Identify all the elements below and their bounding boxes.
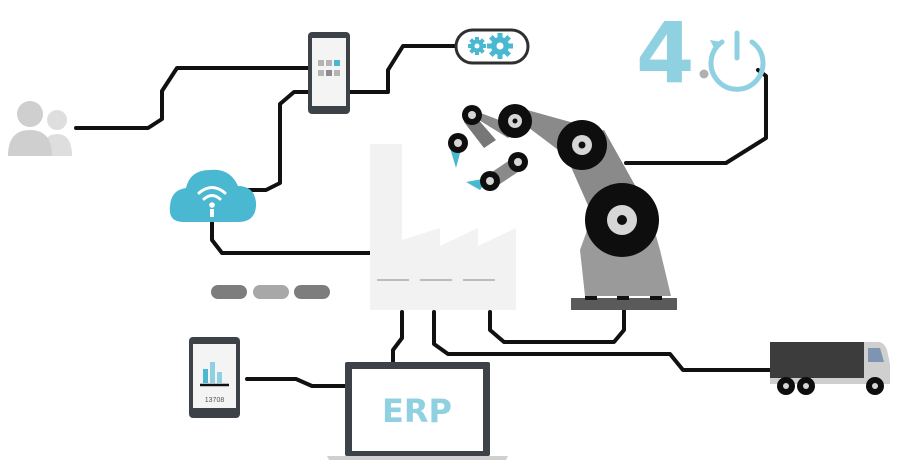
erp-label: ERP xyxy=(382,392,452,430)
wire-tablet-laptop xyxy=(245,377,349,388)
gears-icon xyxy=(454,28,530,65)
robot-joint-hand-a xyxy=(448,133,468,153)
cloud-wifi-icon xyxy=(169,169,257,222)
wire-factory-robot-base xyxy=(488,303,626,344)
wire-phone-gears xyxy=(348,44,460,94)
process-indicator xyxy=(211,285,330,299)
robot-joint-base xyxy=(585,183,659,257)
factory-icon xyxy=(370,144,516,310)
industry-4-power-icon: 4 xyxy=(636,4,766,102)
users-icon xyxy=(8,101,72,156)
robot-joint-hand-b xyxy=(508,152,528,172)
truck-icon xyxy=(770,342,890,395)
robot-joint-shoulder xyxy=(557,120,607,170)
tablet-chart-icon: 13708 xyxy=(189,337,240,418)
wire-users-phone xyxy=(74,66,312,130)
wire-cloud-factory xyxy=(210,220,372,255)
industry-number: 4 xyxy=(636,4,694,102)
robot-arm-icon xyxy=(448,104,677,310)
laptop-icon: ERP xyxy=(327,362,508,460)
robot-joint-elbow xyxy=(498,104,532,138)
wire-factory-laptop-a xyxy=(391,310,404,367)
robot-joint-hand-c xyxy=(480,171,500,191)
smartphone-icon xyxy=(308,32,350,114)
tablet-value: 13708 xyxy=(205,397,225,404)
wire-cloud-phone xyxy=(242,90,312,192)
robot-joint-wrist xyxy=(462,105,482,125)
wire-factory-truck xyxy=(432,310,772,372)
